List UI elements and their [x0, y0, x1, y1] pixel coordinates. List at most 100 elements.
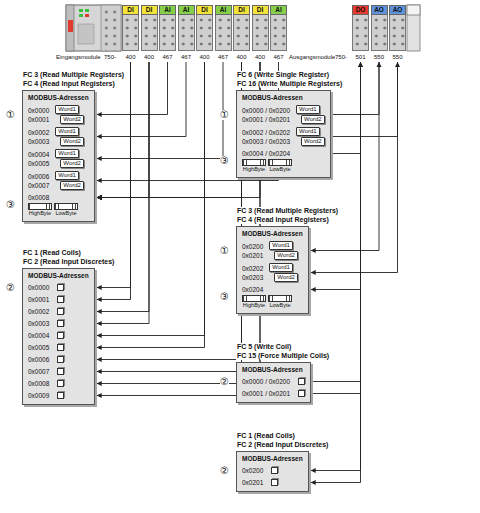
function-code: FC 6 (Write Single Register) — [236, 71, 330, 80]
module-number: 400 — [252, 53, 269, 61]
module-number: 467 — [215, 53, 232, 61]
function-code: FC 5 (Write Coil) — [236, 343, 292, 352]
module-type: DI — [234, 6, 249, 14]
module-group-label: Ausgangsmodule — [289, 53, 335, 61]
connector-line — [333, 62, 379, 115]
address-title: MODBUS-Adressen — [242, 366, 305, 374]
byte-pair: HighByteLowByte — [28, 203, 78, 217]
function-code: FC 15 (Force Multiple Coils) — [236, 352, 330, 361]
word-column: Word1Word2 — [55, 171, 84, 190]
coupler-label-field — [78, 24, 94, 44]
callout-number: ③ — [220, 292, 229, 302]
modbus-address: 0x0002 — [28, 128, 49, 137]
modbus-address: 0x0006 — [28, 172, 49, 181]
io-module: DO501 — [352, 5, 369, 61]
module-number: 467 — [270, 53, 287, 61]
module-group-label: 750- — [335, 53, 347, 61]
byte-pair: HighByteLowByte — [242, 159, 292, 173]
address-group: 0x0008 — [28, 379, 89, 388]
module-number: 550 — [371, 53, 388, 61]
address-column: 0x02020x0203 — [242, 264, 263, 282]
modbus-address: 0x0203 — [242, 273, 263, 282]
byte-cells — [54, 203, 78, 210]
address-column: 0x0000 / 0x02000x0001 / 0x0201 — [242, 106, 290, 124]
status-led — [85, 9, 89, 12]
address-column: 0x02000x0201 — [242, 242, 263, 260]
modbus-address: 0x0002 / 0x0202 — [242, 128, 290, 137]
arrow-head — [97, 381, 102, 386]
module-number: 400 — [233, 53, 250, 61]
module-type: AO — [390, 6, 405, 14]
coupler-strip — [66, 5, 74, 51]
io-module: DI400 — [122, 5, 139, 61]
word-register: Word1 — [55, 105, 79, 114]
module-type: DO — [353, 6, 368, 14]
byte-cells — [28, 203, 52, 210]
module-body — [389, 15, 406, 51]
byte: LowByte — [268, 159, 292, 173]
address-group: ②0x0200 — [242, 466, 303, 475]
connector-line — [333, 62, 361, 154]
module-band: AO — [371, 5, 388, 15]
connector-line — [97, 62, 168, 115]
coupler-housing — [66, 5, 121, 51]
address-group: ③0x0004 / 0x0204HighByteLowByte — [242, 149, 325, 173]
address-group: 0x0003 — [28, 319, 89, 328]
address-group: 0x0001 / 0x0201 — [242, 389, 305, 398]
io-module: DI 400 — [233, 5, 250, 61]
word-register: Word1 — [296, 127, 320, 136]
modbus-address: 0x0009 — [28, 391, 49, 400]
address-column: 0x00040x0005 — [28, 150, 49, 168]
callout-number: ② — [6, 283, 15, 293]
status-led — [85, 14, 89, 17]
word-column: Word1Word2 — [269, 263, 298, 282]
io-module: AO 550 — [371, 5, 388, 61]
function-code-box: FC 5 (Write Coil)FC 15 (Force Multiple C… — [236, 362, 311, 403]
bit-cell — [57, 356, 64, 363]
address-group: 0x0002 / 0x02020x0003 / 0x0203Word1Word2 — [242, 127, 325, 146]
byte-label: HighByte — [29, 210, 51, 217]
address-group: 0x00060x0007Word1Word2 — [28, 171, 89, 190]
connector-line — [97, 62, 242, 372]
modbus-address: 0x0008 — [28, 193, 49, 202]
word-column: Word1Word2 — [296, 127, 325, 146]
modbus-address: 0x0001 / 0x0201 — [242, 115, 290, 124]
address-group: 0x0006 — [28, 355, 89, 364]
word-register: Word2 — [301, 115, 325, 124]
module-type: AI — [271, 6, 286, 14]
address-group: 0x0005 — [28, 343, 89, 352]
module-type: DI — [197, 6, 212, 14]
arrow-head — [97, 285, 102, 290]
address-group: ①0x02000x0201Word1Word2 — [242, 241, 303, 260]
callout-number: ① — [6, 110, 15, 120]
modbus-address: 0x0007 — [28, 367, 49, 376]
module-body — [159, 15, 176, 51]
modbus-address: 0x0001 — [28, 115, 49, 124]
module-type: DI — [142, 6, 157, 14]
module-band: AI — [270, 5, 287, 15]
function-code-heading: FC 1 (Read Coils)FC 2 (Read Input Discre… — [22, 249, 115, 266]
io-module: DI400 — [196, 5, 213, 61]
connector — [97, 62, 242, 200]
word-register: Word1 — [55, 149, 79, 158]
word-register: Word2 — [60, 159, 84, 168]
connector — [97, 62, 242, 374]
byte-label: HighByte — [243, 166, 265, 173]
address-group: ③0x0008HighByteLowByte — [28, 193, 89, 217]
arrow-head — [311, 287, 316, 292]
callout-number: ① — [220, 110, 229, 120]
modbus-address: 0x0204 — [242, 285, 263, 294]
module-band: AI — [178, 5, 195, 15]
module-band: DI — [252, 5, 269, 15]
module-number: 550 — [389, 53, 406, 61]
byte: LowByte — [268, 295, 292, 309]
arrow-head — [311, 468, 316, 473]
word-register: Word1 — [55, 171, 79, 180]
module-type: AI — [179, 6, 194, 14]
word-register: Word1 — [296, 105, 320, 114]
io-module: DI 400 — [252, 5, 269, 61]
function-code-box: FC 6 (Write Single Register)FC 16 (Write… — [236, 90, 331, 178]
address-column: 0x00020x0003 — [28, 128, 49, 146]
io-module: AI467 — [215, 5, 232, 61]
modbus-address: 0x0008 — [28, 379, 49, 388]
